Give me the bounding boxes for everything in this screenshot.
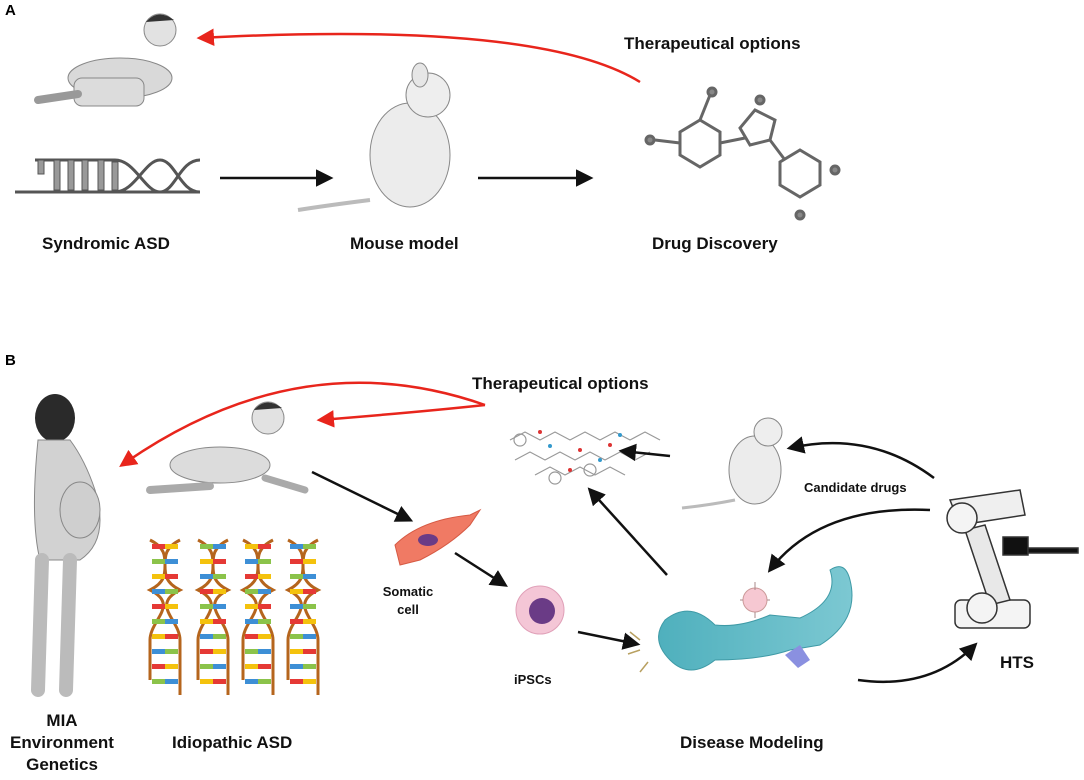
dna-helix — [239, 538, 277, 695]
arrow-baby-to-somatic — [311, 470, 414, 522]
node-label-ipscs: iPSCs — [514, 672, 552, 687]
baby-icon — [34, 13, 177, 107]
baby-icon — [146, 401, 309, 494]
therapeutic-options-label-a: Therapeutical options — [624, 34, 801, 53]
dna-helix — [284, 538, 322, 695]
arrow-neuron-to-drug — [587, 487, 668, 576]
node-label-disease-modeling: Disease Modeling — [680, 733, 824, 752]
dna-helix — [146, 538, 184, 695]
arrow-hts-to-mouse — [786, 436, 935, 480]
red-arrow-to-woman — [119, 381, 486, 468]
somatic-line: Somatic — [382, 584, 434, 599]
panel-b-letter: B — [5, 352, 16, 369]
candidate-drugs-label: Candidate drugs — [804, 480, 907, 495]
pregnant-woman-icon — [31, 394, 101, 697]
environment-line: Environment — [10, 733, 114, 752]
node-label-syndromic-asd: Syndromic ASD — [42, 234, 170, 253]
neuron-icon — [627, 566, 853, 673]
node-label-mouse-model: Mouse model — [350, 234, 459, 253]
stem-cell-icon — [515, 585, 565, 635]
genetics-line: Genetics — [26, 755, 98, 774]
robot-arm-icon — [946, 489, 1079, 629]
node-label-hts: HTS — [1000, 653, 1034, 672]
therapeutic-options-label-b: Therapeutical options — [472, 374, 649, 393]
arrow-somatic-to-ipsc — [454, 551, 508, 587]
node-label-somatic-cell: Somatic cell — [368, 583, 448, 619]
red-arrow-therapy-to-baby — [196, 28, 641, 84]
dna-icon — [15, 158, 201, 194]
arrow-hts-to-neuron — [767, 508, 931, 573]
node-label-drug-discovery: Drug Discovery — [652, 234, 778, 253]
panel-a-letter: A — [5, 2, 16, 19]
fibroblast-icon — [394, 508, 482, 566]
mouse-icon — [681, 417, 783, 510]
peptide-molecule-icon — [509, 430, 661, 485]
dna-helices-icon — [146, 538, 322, 695]
arrow-ipsc-to-neuron — [577, 630, 641, 650]
cell-line: cell — [397, 602, 419, 617]
arrow-neuron-to-hts — [857, 642, 978, 684]
mia-line: MIA — [46, 711, 78, 730]
red-arrow-to-baby — [316, 403, 486, 428]
arrow-mouse-to-drug — [618, 443, 671, 462]
node-label-idiopathic-asd: Idiopathic ASD — [172, 733, 293, 752]
molecule-icon — [644, 86, 841, 221]
node-label-mia: MIA Environment Genetics — [0, 710, 124, 776]
dna-helix — [194, 538, 232, 695]
mouse-icon — [297, 62, 451, 212]
